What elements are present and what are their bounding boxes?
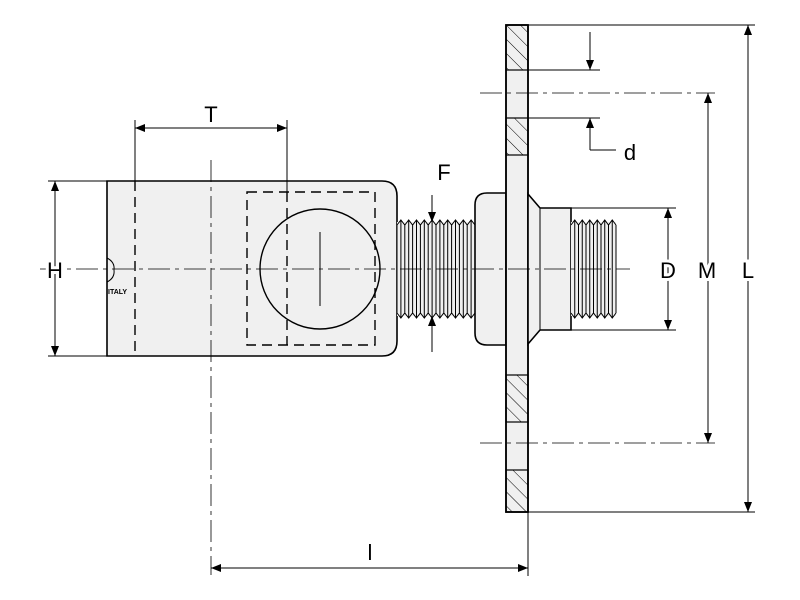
marking-text: ITALY bbox=[108, 289, 127, 296]
label-L: L bbox=[742, 258, 754, 283]
label-T: T bbox=[204, 102, 217, 127]
dimension-H: H bbox=[44, 180, 107, 357]
dimension-T: T bbox=[134, 102, 288, 192]
mounting-plate bbox=[505, 24, 529, 513]
dimension-F: F bbox=[428, 160, 451, 352]
dimension-d: d bbox=[528, 32, 636, 165]
label-d: d bbox=[624, 140, 636, 165]
eye-block: ITALY bbox=[106, 180, 398, 357]
dimension-l: l bbox=[211, 512, 529, 576]
dimension-L: L bbox=[528, 24, 757, 513]
label-F: F bbox=[437, 160, 450, 185]
label-M: M bbox=[698, 258, 716, 283]
label-l: l bbox=[368, 540, 373, 565]
label-D: D bbox=[660, 258, 676, 283]
dimension-M: M bbox=[695, 93, 719, 443]
label-H: H bbox=[47, 258, 63, 283]
dimension-D: D bbox=[571, 207, 679, 331]
